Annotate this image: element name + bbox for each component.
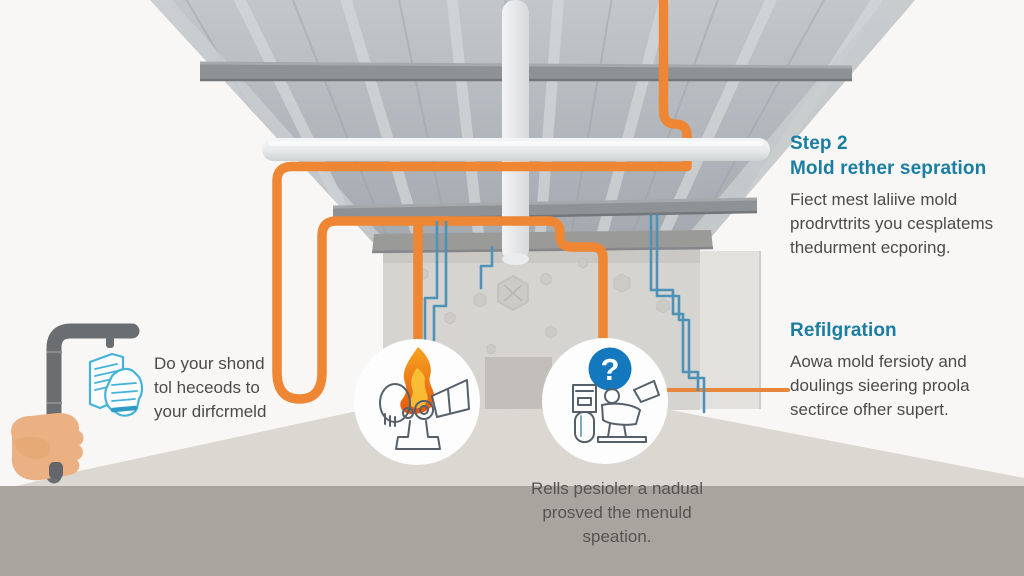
- hexagon-pattern: [419, 257, 670, 355]
- bottom-caption: Rells pesioler a nadual prosved the menu…: [531, 479, 703, 547]
- step2-label: Step 2: [790, 133, 848, 154]
- question-mark: ?: [601, 352, 620, 387]
- wall-opening: [485, 357, 552, 409]
- white-pipes: [502, 0, 529, 265]
- step2-panel: Step 2 Mold rether sepration Fiect mest …: [790, 131, 1018, 261]
- step-circle-2: ?: [542, 338, 668, 464]
- document-hand-icon: [88, 352, 144, 417]
- floor-foreground-band: [0, 486, 1024, 576]
- molding-machine-icon: [572, 380, 660, 443]
- refrigeration-panel: Refilgration Aowa mold fersioty and doul…: [790, 318, 1018, 422]
- step2-title: Mold rether sepration: [790, 158, 987, 180]
- burner-machine-icon: [379, 379, 470, 450]
- step2-body: Fiect mest laliive mold prodrvttrits you…: [790, 190, 994, 258]
- floor: [0, 408, 1024, 576]
- refrigeration-title: Refilgration: [790, 320, 897, 341]
- question-badge-icon: ?: [588, 347, 632, 391]
- white-horizontal-pipe: [262, 138, 770, 161]
- refrigeration-body: Aowa mold fersioty and doulings sieering…: [790, 352, 970, 420]
- hand-holding-pipe-icon: [11, 323, 140, 484]
- blue-pipes: [423, 213, 706, 414]
- step-circle-1: [354, 339, 480, 465]
- left-note-text: Do your shond tol heceods to your dirfcr…: [154, 354, 267, 422]
